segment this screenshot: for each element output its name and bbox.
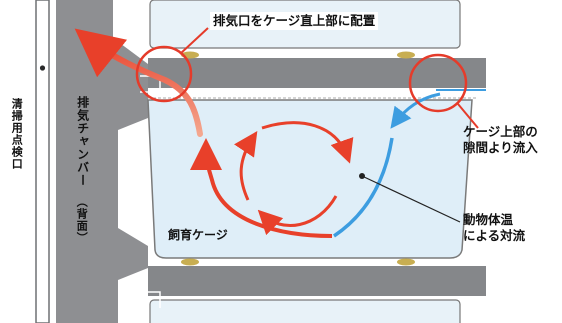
cage-foot: [181, 258, 199, 266]
inspection-port-strip: [35, 0, 50, 323]
lower-cage: [149, 299, 461, 323]
upper-shelf: [148, 58, 486, 88]
cage-label: 飼育ケージ: [168, 228, 228, 242]
exhaust-leader-line: [179, 27, 209, 55]
inflow-arrow-lower: [333, 137, 394, 238]
exhaust-callout-circle: [135, 45, 193, 103]
inspection-port-label: 清掃用点検口: [10, 98, 24, 170]
convection-arrow-right: [261, 121, 354, 164]
exhaust-chamber-label: 排気チャンバー: [75, 96, 90, 187]
convection-label-line1: 動物体温: [463, 212, 514, 227]
cage-foot: [397, 51, 415, 59]
inspection-port-dot: [39, 65, 46, 71]
cage-gap-inflow-label-line1: ケージ上部の: [463, 124, 538, 139]
exhaust-chamber-sublabel: （背面）: [75, 196, 89, 244]
cage-foot: [397, 258, 415, 266]
inflow-callout-circle: [408, 53, 468, 113]
inflow-arrow-upper: [390, 92, 441, 129]
convection-label: 動物体温 による対流: [463, 212, 525, 245]
convection-label-line2: による対流: [463, 228, 526, 244]
exhaust-port-lower: [140, 291, 161, 308]
convection-arrow-left: [234, 131, 258, 201]
cage-flow-arrow-left: [190, 138, 333, 238]
inflow-leader-line: [457, 103, 479, 129]
convection-leader-dot: [359, 173, 365, 179]
cage-gap-inflow-label: ケージ上部の 隙間より流入: [463, 124, 538, 157]
exhaust-chamber: [56, 0, 148, 323]
exhaust-arrow: [74, 28, 203, 137]
convection-arrow-bottom: [257, 195, 338, 236]
convection-leader-line: [361, 175, 461, 223]
lower-shelf: [148, 266, 486, 296]
cage-gap-inflow-label-line2: 隙間より流入: [463, 140, 538, 156]
exhaust-port-label: 排気口をケージ直上部に配置: [210, 12, 379, 31]
